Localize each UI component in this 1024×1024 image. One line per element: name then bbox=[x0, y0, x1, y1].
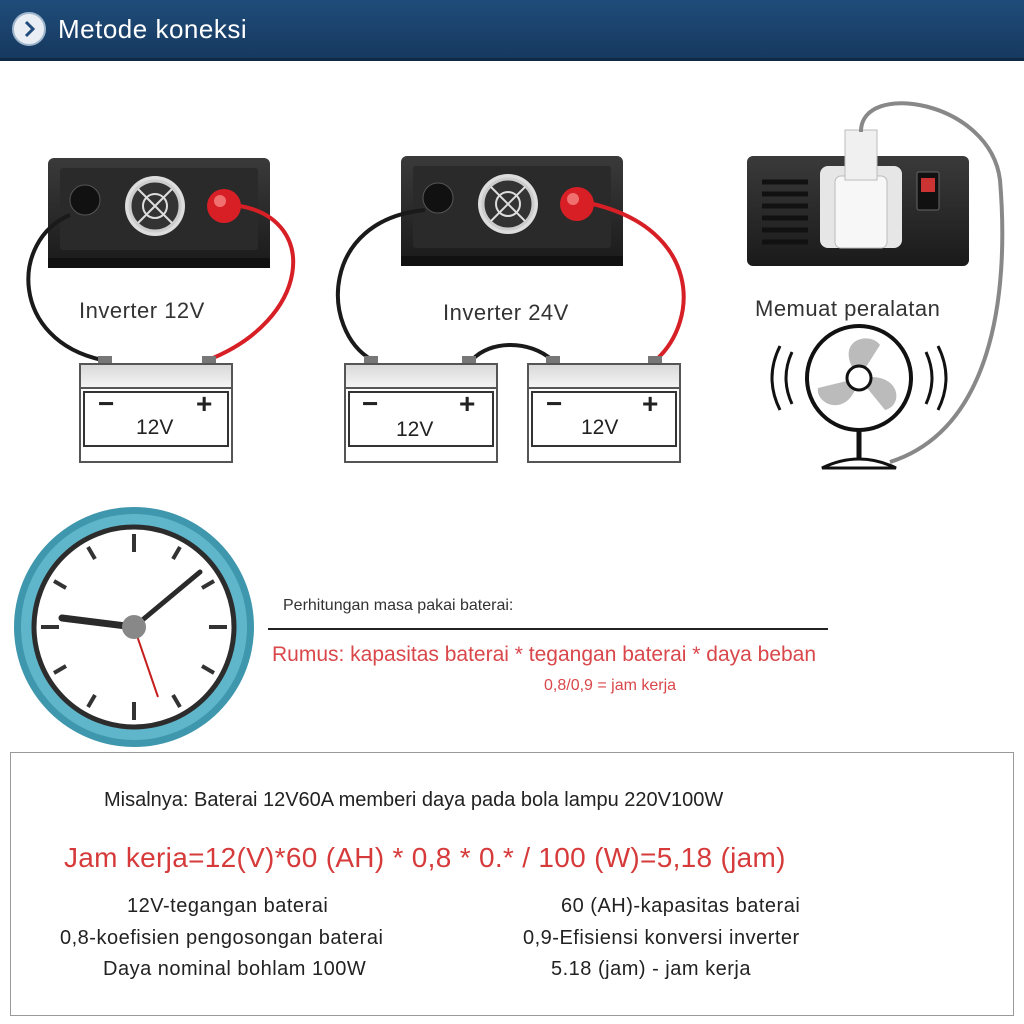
clock-icon bbox=[14, 507, 254, 747]
inverter-12v-icon bbox=[48, 158, 270, 268]
battery-3-plus: + bbox=[642, 388, 659, 419]
battery-2-minus: − bbox=[362, 388, 379, 419]
example-equation: Jam kerja=12(V)*60 (AH) * 0,8 * 0.* / 10… bbox=[64, 842, 786, 873]
inverter-12v-label: Inverter 12V bbox=[79, 298, 205, 323]
definition-capacity: 60 (AH)-kapasitas baterai bbox=[561, 895, 801, 917]
battery-3-minus: − bbox=[546, 388, 563, 419]
battery-2-voltage: 12V bbox=[396, 418, 434, 441]
header-bar: Metode koneksi bbox=[0, 0, 1024, 61]
definition-working-hours: 5.18 (jam) - jam kerja bbox=[551, 958, 751, 980]
battery-1-plus: + bbox=[196, 388, 213, 419]
battery-12v-icon bbox=[79, 356, 233, 463]
battery-1-voltage: 12V bbox=[136, 416, 174, 439]
divider bbox=[268, 628, 828, 630]
inverter-socket-icon bbox=[747, 129, 969, 266]
battery-2-plus: + bbox=[459, 388, 476, 419]
definition-efficiency: 0,9-Efisiensi konversi inverter bbox=[523, 927, 800, 949]
inverter-24v-label: Inverter 24V bbox=[443, 300, 569, 325]
fan-icon bbox=[770, 324, 948, 470]
inverter-24v-icon bbox=[401, 156, 623, 266]
battery-right-icon bbox=[527, 356, 681, 463]
chevron-right-icon bbox=[12, 12, 46, 46]
example-box bbox=[10, 752, 1014, 1016]
battery-left-icon bbox=[344, 356, 498, 463]
formula-line-2: 0,8/0,9 = jam kerja bbox=[544, 677, 677, 694]
definition-discharge: 0,8-koefisien pengosongan baterai bbox=[60, 927, 384, 949]
load-label: Memuat peralatan bbox=[755, 296, 941, 321]
battery-3-voltage: 12V bbox=[581, 416, 619, 439]
calculation-title: Perhitungan masa pakai baterai: bbox=[283, 597, 514, 614]
battery-1-minus: − bbox=[98, 388, 115, 419]
page-title: Metode koneksi bbox=[58, 14, 248, 44]
definition-voltage: 12V-tegangan baterai bbox=[127, 895, 329, 917]
definition-bulb-power: Daya nominal bohlam 100W bbox=[103, 958, 367, 980]
example-intro: Misalnya: Baterai 12V60A memberi daya pa… bbox=[104, 789, 724, 811]
formula-line-1: Rumus: kapasitas baterai * tegangan bate… bbox=[272, 643, 817, 666]
